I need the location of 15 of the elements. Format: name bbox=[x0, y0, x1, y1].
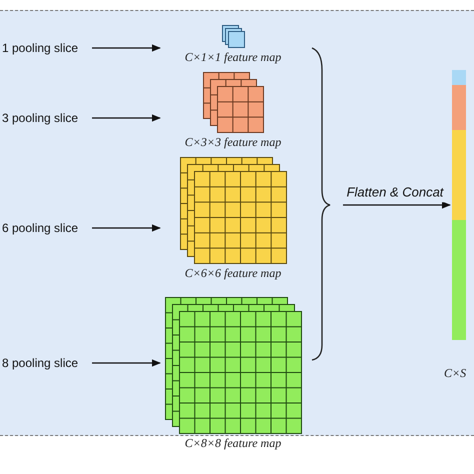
arrow bbox=[92, 114, 161, 122]
arrow bbox=[92, 44, 161, 52]
feature-map-caption: C×1×1 feature map bbox=[184, 50, 282, 64]
arrow bbox=[92, 359, 161, 367]
concatenated-vector-bar bbox=[452, 70, 466, 340]
vector-size-label: C×S bbox=[444, 365, 466, 382]
feature-map-caption: C×6×6 feature map bbox=[184, 266, 282, 280]
slice-label: 1 pooling slice bbox=[2, 41, 90, 55]
slice-label: 6 pooling slice bbox=[2, 221, 90, 235]
feature-map-caption: C×3×3 feature map bbox=[184, 135, 282, 149]
slice-label: 8 pooling slice bbox=[2, 356, 90, 370]
slice-label: 3 pooling slice bbox=[2, 111, 90, 125]
arrow bbox=[343, 201, 451, 209]
arrow bbox=[92, 224, 161, 232]
feature-map-caption: C×8×8 feature map bbox=[184, 436, 282, 450]
